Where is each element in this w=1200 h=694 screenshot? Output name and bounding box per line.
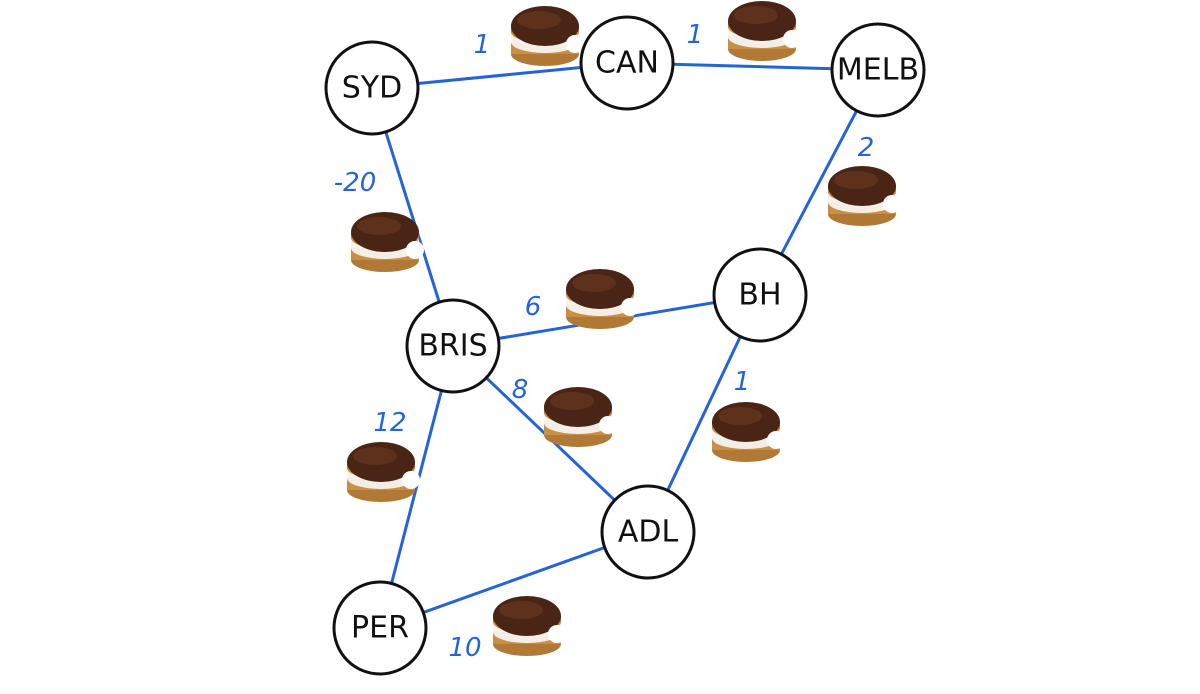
node-can: CAN xyxy=(579,15,675,111)
edge-weight-label: 8 xyxy=(512,375,529,405)
node-label: MELB xyxy=(837,53,919,88)
node-circle xyxy=(712,247,808,343)
edge-weight-label: 1 xyxy=(474,30,491,60)
edge-weight-label: 1 xyxy=(734,367,751,397)
edge-weight-label: 12 xyxy=(373,408,406,438)
node-label: PER xyxy=(351,611,409,646)
chocolate-biscuit-icon xyxy=(544,387,617,447)
node-syd: SYD xyxy=(324,40,420,136)
edge-weight-label: 1 xyxy=(687,20,704,50)
node-circle xyxy=(830,22,926,118)
node-label: CAN xyxy=(595,46,659,81)
chocolate-biscuit-icon xyxy=(566,269,639,329)
node-per: PER xyxy=(332,580,428,676)
node-circle xyxy=(324,40,420,136)
node-label: ADL xyxy=(618,515,679,550)
chocolate-biscuit-icon xyxy=(828,166,901,226)
node-label: BRIS xyxy=(418,329,487,364)
edge-weight-label: -20 xyxy=(334,168,376,198)
edge-weight-label: 2 xyxy=(858,133,875,163)
chocolate-biscuit-icon xyxy=(712,402,785,462)
node-label: BH xyxy=(738,278,781,313)
node-circle xyxy=(405,298,501,394)
chocolate-biscuit-icon xyxy=(347,442,420,502)
node-label: SYD xyxy=(342,71,402,106)
node-melb: MELB xyxy=(830,22,926,118)
edge-weight-label: 6 xyxy=(525,292,542,322)
node-adl: ADL xyxy=(600,484,696,580)
node-circle xyxy=(600,484,696,580)
node-circle xyxy=(332,580,428,676)
chocolate-biscuit-icon xyxy=(493,596,566,656)
node-bh: BH xyxy=(712,247,808,343)
chocolate-biscuit-icon xyxy=(728,1,801,61)
node-circle xyxy=(579,15,675,111)
edge-weight-label: 10 xyxy=(448,633,481,663)
chocolate-biscuit-icon xyxy=(351,212,424,272)
chocolate-biscuit-icon xyxy=(511,6,584,66)
node-bris: BRIS xyxy=(405,298,501,394)
